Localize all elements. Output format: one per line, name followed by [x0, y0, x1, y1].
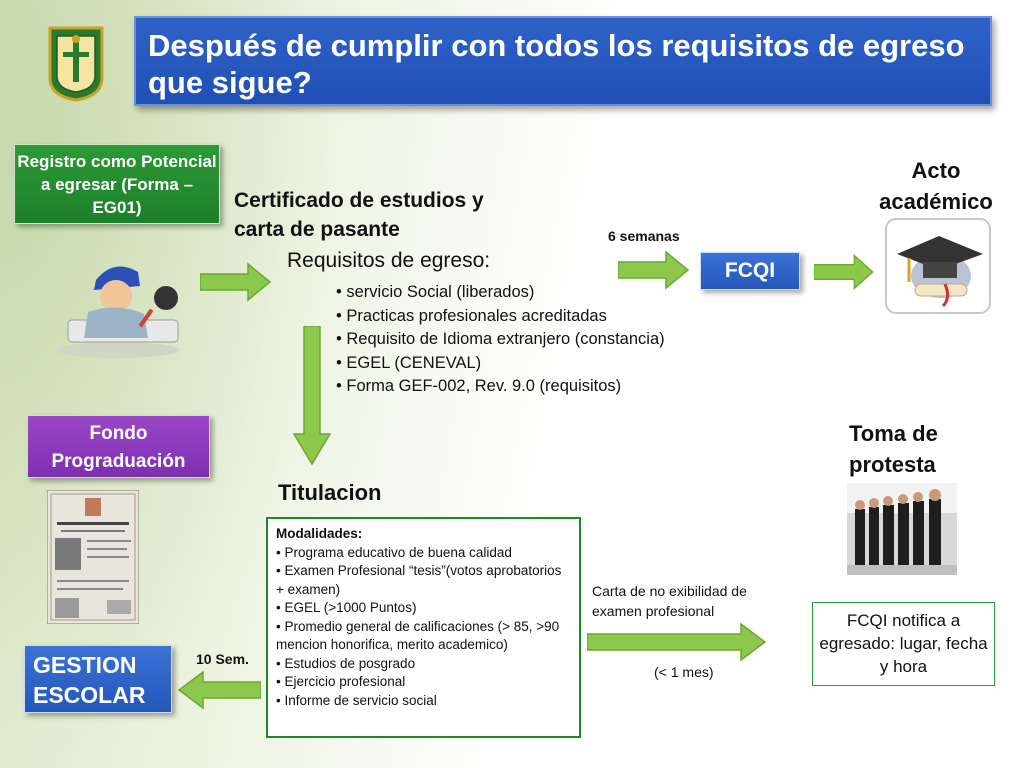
requisito-item: Forma GEF-002, Rev. 9.0 (requisitos) [346, 377, 622, 395]
list-item: • Estudios de posgrado [276, 655, 416, 671]
modalidad-item: Informe de servicio social [284, 692, 437, 708]
six-weeks-label: 6 semanas [608, 228, 680, 244]
requisitos-list: • servicio Social (liberados) • Practica… [336, 281, 756, 399]
university-seal-icon [48, 26, 104, 102]
carta-label: Carta de no exibilidad de examen profesi… [592, 583, 747, 619]
fondo-box: Fondo Prograduación [27, 415, 210, 478]
graduates-group-icon [847, 483, 957, 575]
registro-label: Registro como Potencial a egresar (Forma… [17, 152, 217, 217]
modalidad-item: Examen Profesional “tesis”(votos aprobat… [276, 563, 562, 597]
list-item: • Informe de servicio social [276, 692, 437, 708]
list-item: • EGEL (>1000 Puntos) [276, 600, 417, 615]
fcqi-notifica-label: FCQI notifica a egresado: lugar, fecha y… [819, 611, 988, 676]
graduation-cap-icon [885, 218, 991, 314]
requisito-item: servicio Social (liberados) [346, 283, 535, 301]
gestion-escolar-box: GESTION ESCOLAR [24, 645, 172, 713]
page-title: Después de cumplir con todos los requisi… [134, 16, 992, 106]
less-month-label: (< 1 mes) [654, 664, 714, 680]
modalidad-item: EGEL (>1000 Puntos) [284, 600, 417, 615]
modalidad-item: Ejercicio profesional [284, 674, 406, 689]
list-item: • Ejercicio profesional [276, 674, 406, 689]
fcqi-box: FCQI [700, 252, 800, 290]
gestion-escolar-label: GESTION ESCOLAR [33, 652, 146, 708]
list-item: • Practicas profesionales acreditadas [336, 306, 607, 325]
modalidades-title: Modalidades: [276, 526, 363, 541]
list-item: • Requisito de Idioma extranjero (consta… [336, 330, 665, 348]
arrow-right-2 [618, 250, 690, 290]
certificado-label: Certificado de estudios y carta de pasan… [234, 189, 484, 241]
requisitos-title: Requisitos de egreso: [287, 249, 491, 272]
fcqi-notifica-box: FCQI notifica a egresado: lugar, fecha y… [812, 602, 995, 686]
list-item: • Programa educativo de buena calidad [276, 544, 512, 560]
requisito-item: EGEL (CENEVAL) [346, 353, 482, 372]
fondo-label: Fondo Prograduación [51, 423, 186, 472]
arrow-down [292, 326, 332, 466]
requisito-item: Practicas profesionales acreditadas [346, 306, 607, 325]
requisito-item: Requisito de Idioma extranjero (constanc… [346, 330, 665, 348]
list-item: • servicio Social (liberados) [336, 283, 535, 301]
certificate-icon [47, 490, 139, 624]
modalidad-item: Estudios de posgrado [284, 655, 416, 671]
registro-box: Registro como Potencial a egresar (Forma… [14, 144, 220, 224]
modalidad-item: Promedio general de calificaciones (> 85… [276, 618, 560, 653]
list-item: • Promedio general de calificaciones (> … [276, 618, 560, 653]
titulacion-label: Titulacion [278, 480, 382, 505]
arrow-left [177, 670, 261, 710]
list-item: • Examen Profesional “tesis”(votos aprob… [276, 563, 562, 597]
ten-weeks-label: 10 Sem. [196, 651, 249, 667]
arrow-right-1 [200, 262, 272, 302]
list-item: • EGEL (CENEVAL) [336, 353, 482, 372]
modalidades-box: Modalidades: • Programa educativo de bue… [266, 517, 581, 738]
modalidad-item: Programa educativo de buena calidad [284, 544, 512, 560]
arrow-right-3 [814, 253, 874, 291]
toma-label: Toma de protesta [849, 421, 938, 477]
fcqi-label: FCQI [724, 259, 776, 282]
list-item: • Forma GEF-002, Rev. 9.0 (requisitos) [336, 377, 622, 395]
acto-label: Acto académico [879, 158, 993, 214]
student-writing-icon [56, 266, 180, 358]
arrow-right-4 [587, 622, 767, 662]
